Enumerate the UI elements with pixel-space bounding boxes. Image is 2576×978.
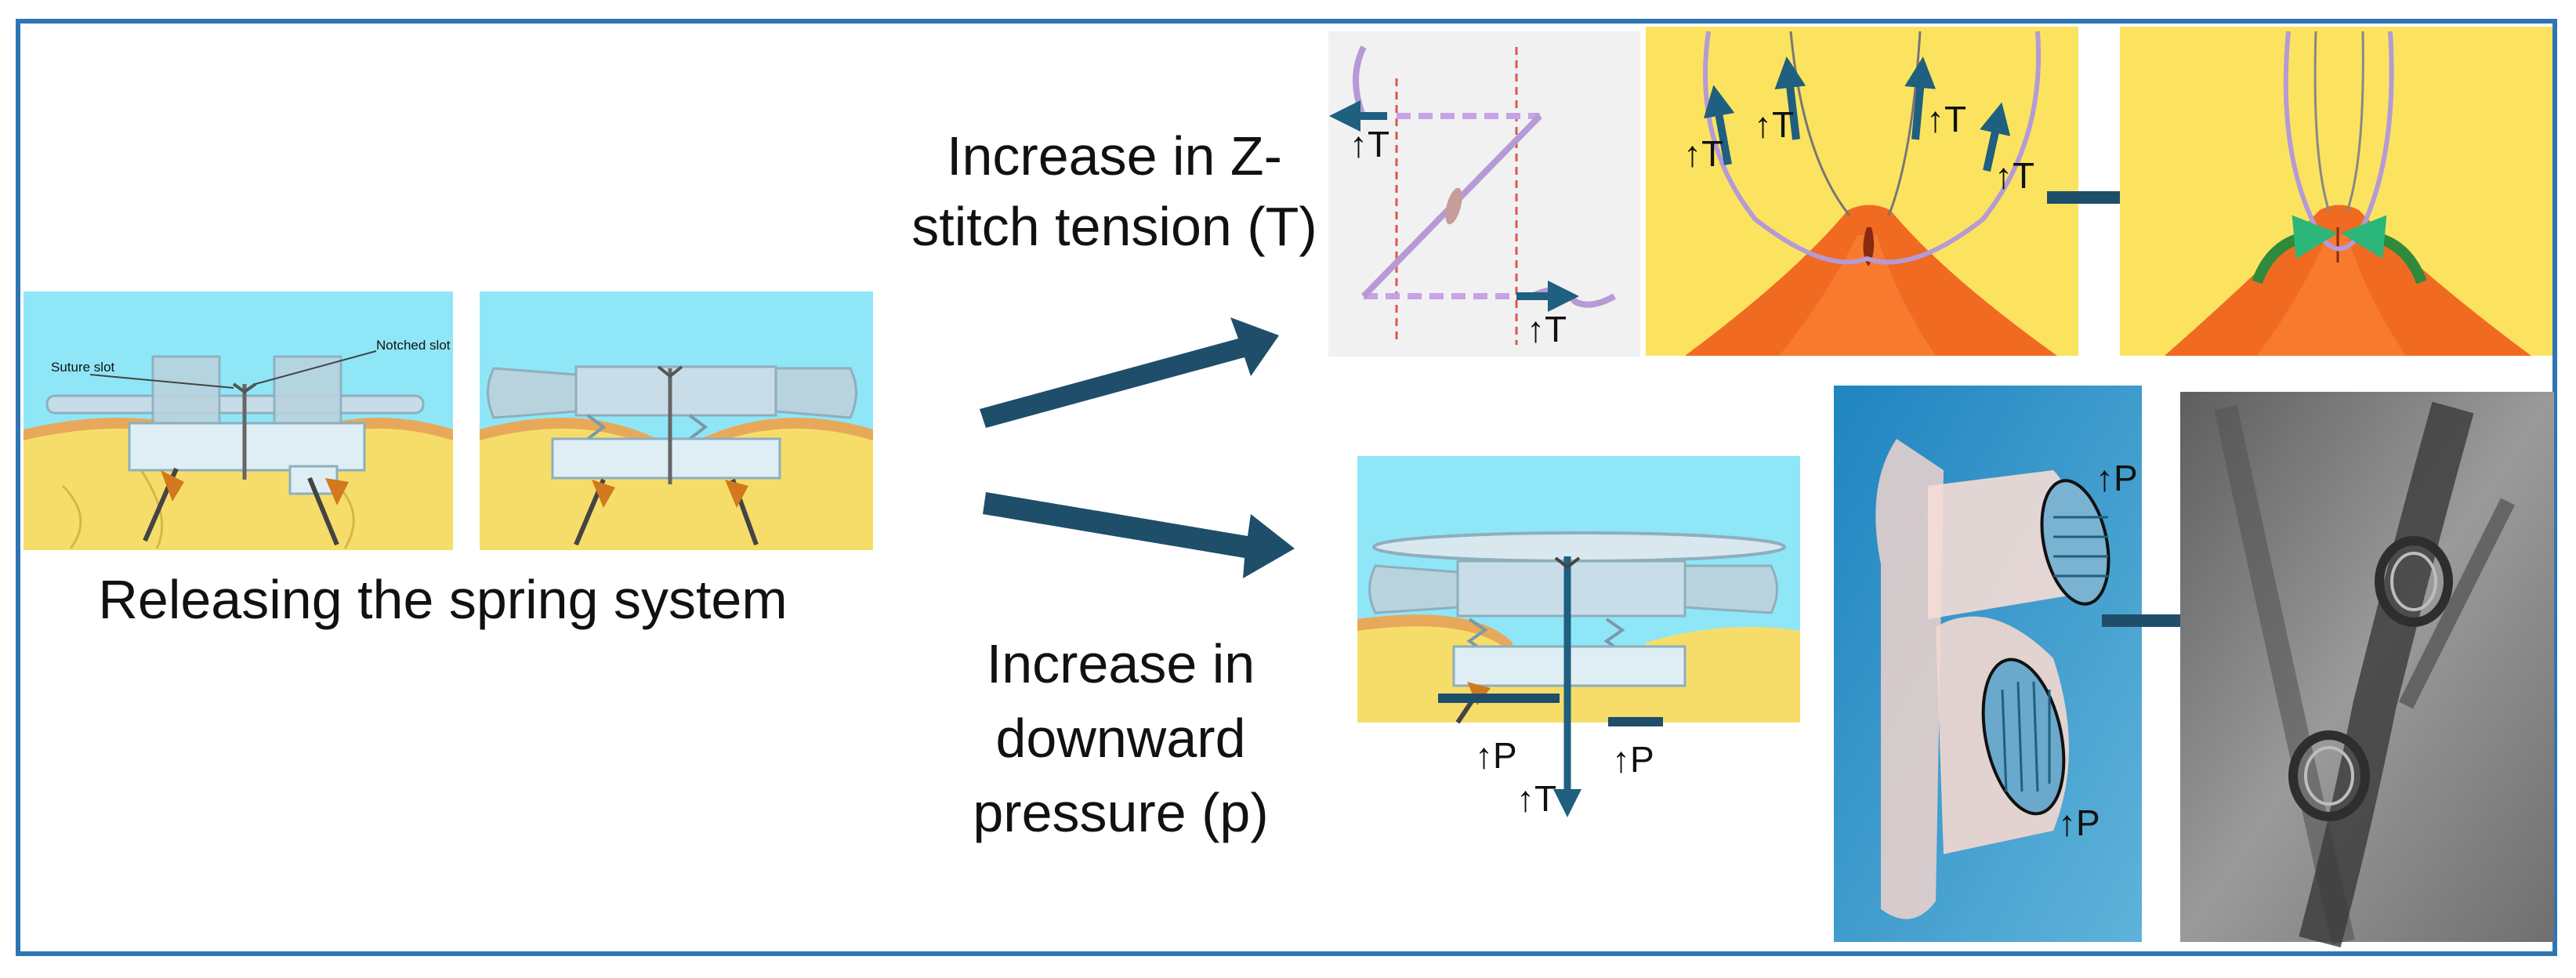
label-z-stitch-line1: Increase in Z- [947,125,1282,187]
z-stitch-schematic [1328,31,1640,357]
arrow-to-pressure [983,492,1295,578]
wound-closed-panel [2120,27,2552,356]
arrow-tension-to-closure [2047,177,2179,218]
pressure-symbol-photo-1: ↑P [2096,458,2138,498]
pressure-symbol-1: ↑P [1475,735,1517,776]
tension-symbol-cone-1: ↑T [1683,133,1723,174]
tension-symbol-zstitch-2: ↑T [1527,309,1567,350]
arrow-photo-to-xray [2102,600,2234,641]
label-pressure-line1: Increase in [986,633,1255,694]
suture-slot-label: Suture slot [51,360,115,375]
caption-releasing-spring: Releasing the spring system [98,569,788,630]
device-illustration-after [480,292,873,550]
pressure-symbol-2: ↑P [1612,739,1654,780]
tension-symbol-cone-2: ↑T [1754,104,1794,145]
label-pressure-line2: downward [995,708,1246,769]
notched-slot-label: Notched slot [376,338,451,353]
tension-symbol-cone-3: ↑T [1926,99,1966,139]
device-illustration-before [24,292,453,550]
pressure-symbol-photo-2: ↑P [2058,802,2100,843]
label-pressure-line3: pressure (p) [973,782,1269,843]
wound-closure-tension-panel [1646,27,2078,356]
pressure-device-illustration [1357,456,1800,817]
label-z-stitch-line2: stitch tension (T) [911,196,1317,257]
tension-symbol-cone-4: ↑T [1994,155,2034,196]
device-photo [1834,386,2142,942]
tension-symbol-zstitch-1: ↑T [1350,124,1389,165]
tension-symbol-pressure: ↑T [1516,778,1556,819]
arrow-to-tension [980,317,1279,428]
xray-image [2180,392,2554,947]
